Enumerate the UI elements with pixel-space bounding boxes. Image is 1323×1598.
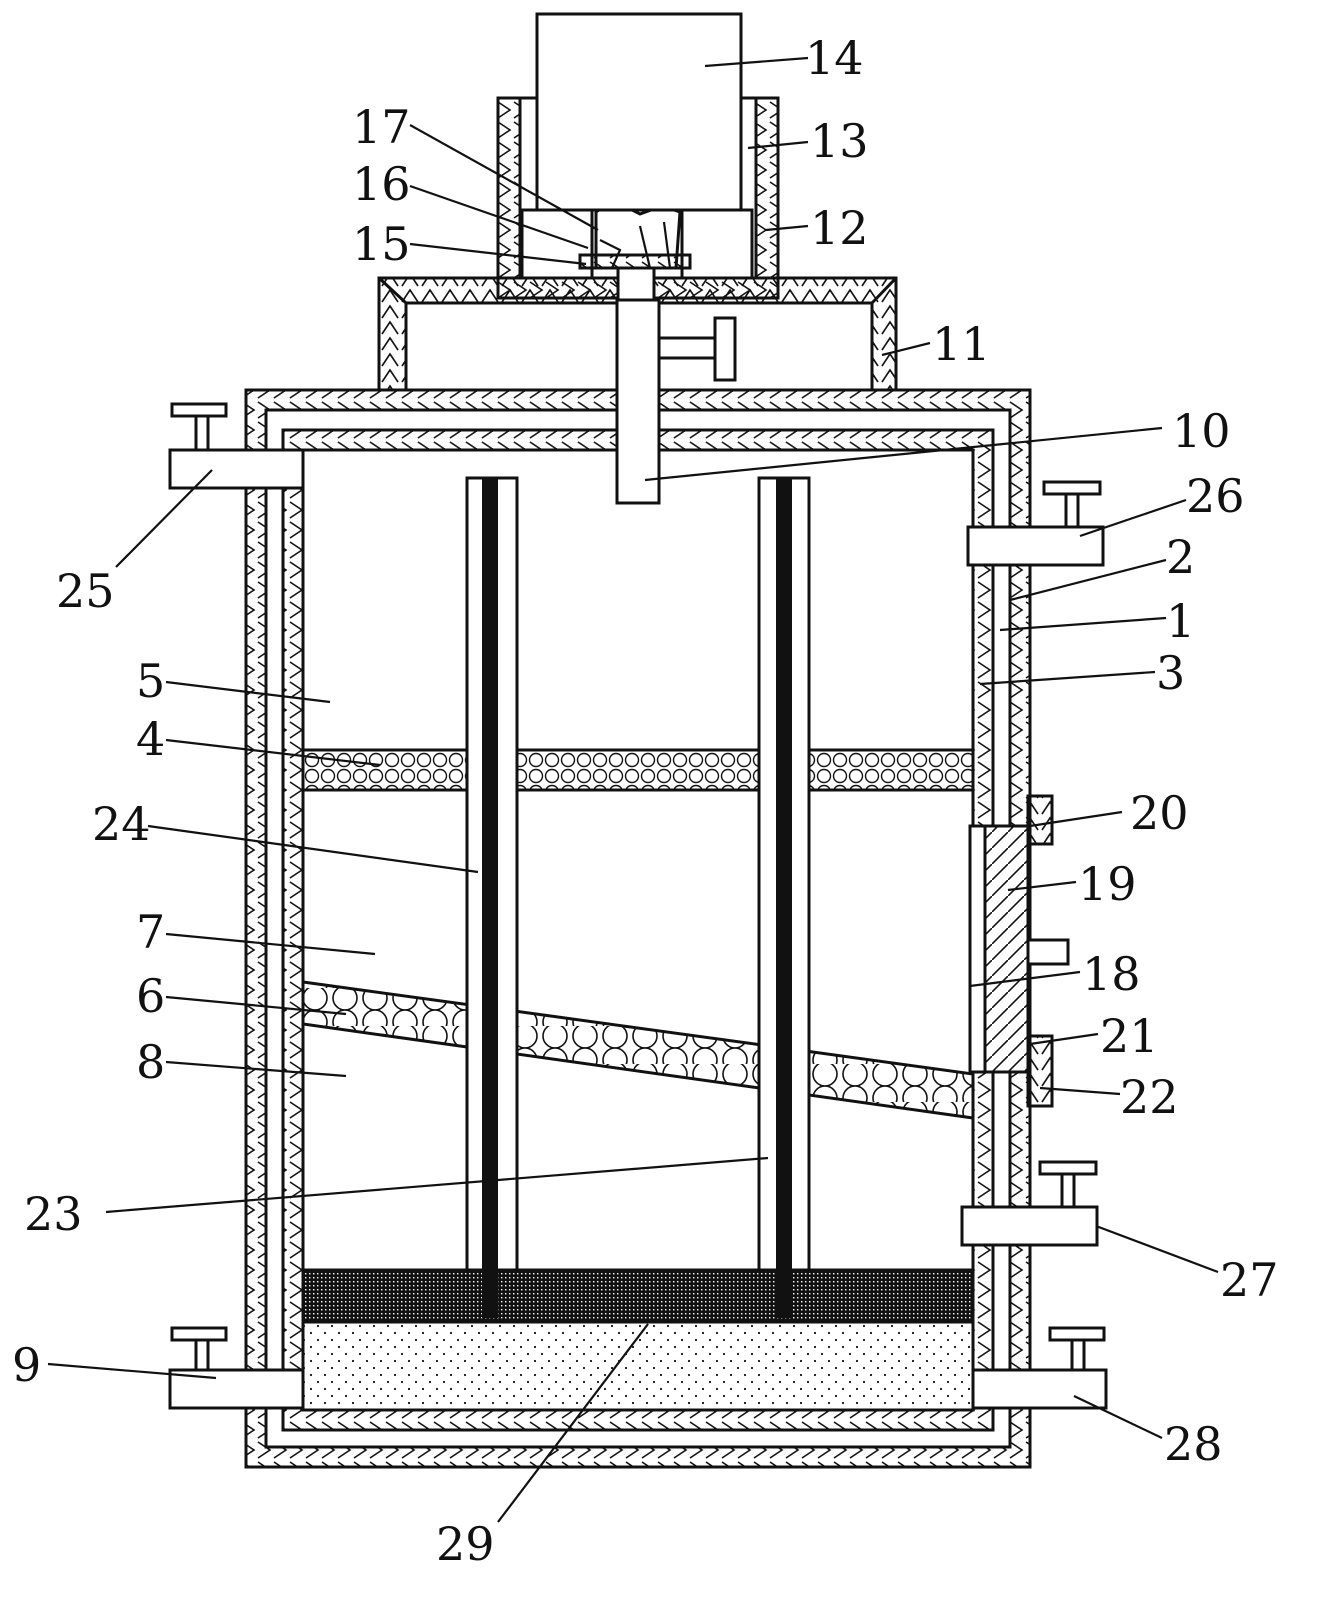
side-hatch: [968, 794, 1070, 1108]
callout-10: 10: [1172, 404, 1231, 458]
vertical-tube-left: [465, 476, 519, 1318]
callout-13: 13: [810, 114, 869, 168]
callout-27: 27: [1220, 1253, 1279, 1307]
callout-26: 26: [1186, 469, 1245, 523]
callout-21: 21: [1100, 1009, 1159, 1063]
callout-15: 15: [352, 217, 411, 271]
drive-shaft: [615, 298, 737, 505]
callout-7: 7: [136, 905, 165, 959]
callout-5: 5: [136, 654, 165, 708]
callout-22: 22: [1120, 1070, 1179, 1124]
valve-26[interactable]: [966, 480, 1105, 567]
callout-16: 16: [352, 157, 411, 211]
callout-3: 3: [1156, 646, 1185, 700]
sediment-dark: [301, 1268, 975, 1324]
callout-23: 23: [24, 1187, 83, 1241]
callout-11: 11: [932, 317, 991, 371]
callout-8: 8: [136, 1035, 165, 1089]
callout-6: 6: [136, 969, 165, 1023]
callout-28: 28: [1164, 1417, 1223, 1471]
filter-layer-upper: [301, 748, 975, 792]
callout-18: 18: [1082, 947, 1141, 1001]
valve-27[interactable]: [960, 1160, 1099, 1247]
callout-labels: 14 13 12 17 16 15 11 10 26 2 1 3 25 5 4 …: [12, 31, 1279, 1571]
vertical-tube-right: [757, 476, 811, 1318]
inner-chamber: [301, 448, 975, 1412]
callout-17: 17: [352, 100, 411, 154]
callout-12: 12: [810, 201, 869, 255]
callout-1: 1: [1166, 594, 1195, 648]
callout-4: 4: [136, 712, 165, 766]
callout-20: 20: [1130, 786, 1189, 840]
sediment-dotted: [301, 1320, 975, 1412]
callout-25: 25: [56, 564, 115, 618]
callout-19: 19: [1078, 857, 1137, 911]
callout-14: 14: [805, 31, 864, 85]
callout-9: 9: [12, 1338, 41, 1392]
callout-24: 24: [92, 797, 151, 851]
motor-block: [535, 12, 743, 212]
callout-2: 2: [1166, 530, 1195, 584]
callout-29: 29: [436, 1517, 495, 1571]
leader-lines: [47, 56, 1219, 1523]
valve-25[interactable]: [168, 402, 305, 490]
